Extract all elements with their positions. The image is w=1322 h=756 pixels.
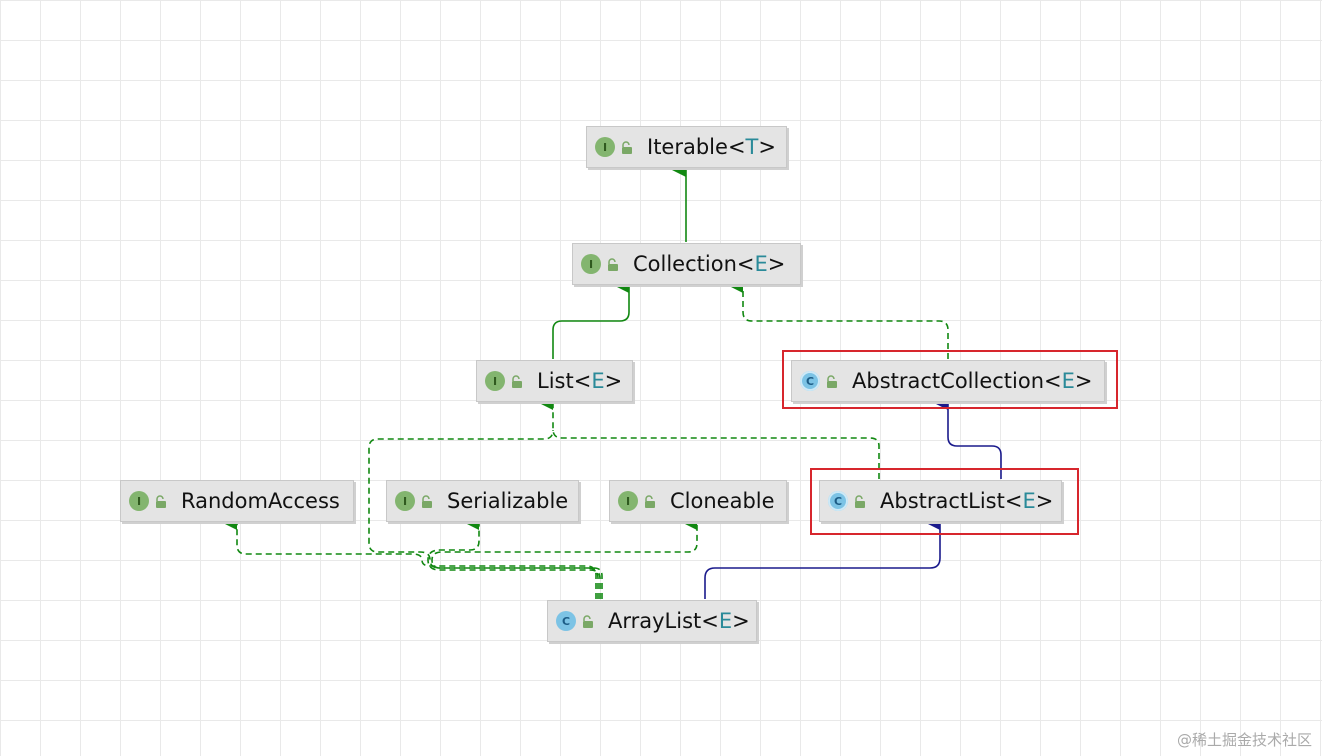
type-close: > xyxy=(767,252,786,276)
node-serializable[interactable]: I Serializable xyxy=(386,480,579,522)
edge-arraylist-abstractlist xyxy=(704,516,941,599)
node-name: RandomAccess xyxy=(181,489,340,513)
edge-arraylist-list xyxy=(368,429,599,599)
node-name: Iterable xyxy=(647,135,728,159)
node-name: Cloneable xyxy=(670,489,775,513)
type-open: < xyxy=(1004,489,1023,513)
edge-abstractcollection-collection xyxy=(729,279,949,359)
public-lock-icon xyxy=(582,614,594,628)
watermark: @稀土掘金技术社区 xyxy=(1176,731,1312,749)
type-close: > xyxy=(604,369,623,393)
node-name: List xyxy=(537,369,574,393)
type-param: E xyxy=(591,369,605,393)
highlight-box-abstract-collection xyxy=(782,350,1118,409)
node-name: Serializable xyxy=(447,489,569,513)
interface-icon: I xyxy=(485,371,505,391)
node-name: AbstractList xyxy=(880,489,1005,513)
interface-icon: I xyxy=(395,491,415,511)
type-open: < xyxy=(701,609,719,633)
interface-icon: I xyxy=(581,254,601,274)
interface-icon: I xyxy=(595,137,615,157)
type-close: > xyxy=(732,609,750,633)
node-list[interactable]: I List<E> xyxy=(476,360,633,402)
edge-list-collection xyxy=(552,279,630,359)
class-icon: C xyxy=(556,611,576,631)
node-name: ArrayList xyxy=(608,609,702,633)
interface-icon: I xyxy=(129,491,149,511)
public-lock-icon xyxy=(854,494,866,508)
type-open: < xyxy=(727,135,746,159)
node-iterable[interactable]: I Iterable<T> xyxy=(586,126,787,168)
node-abstract-collection[interactable]: C AbstractCollection<E> xyxy=(791,360,1105,402)
node-collection[interactable]: I Collection<E> xyxy=(572,243,801,285)
edge-arraylist-randomaccess xyxy=(223,516,597,599)
node-abstract-list[interactable]: C AbstractList<E> xyxy=(819,480,1062,522)
type-param: E xyxy=(1022,489,1036,513)
public-lock-icon xyxy=(155,494,167,508)
public-lock-icon xyxy=(644,494,656,508)
type-close: > xyxy=(758,135,776,159)
public-lock-icon xyxy=(826,374,838,388)
type-param: E xyxy=(718,609,733,633)
public-lock-icon xyxy=(511,374,523,388)
type-param: T xyxy=(745,135,759,159)
node-cloneable[interactable]: I Cloneable xyxy=(609,480,787,522)
public-lock-icon xyxy=(621,140,633,154)
edge-arraylist-cloneable xyxy=(431,516,698,599)
type-close: > xyxy=(1035,489,1054,513)
interface-icon: I xyxy=(618,491,638,511)
node-array-list[interactable]: C ArrayList<E> xyxy=(547,600,757,642)
public-lock-icon xyxy=(607,257,619,271)
type-open: < xyxy=(573,369,592,393)
node-name: AbstractCollection xyxy=(852,369,1045,393)
highlight-box-abstract-list xyxy=(810,468,1079,535)
type-open: < xyxy=(1044,369,1062,393)
type-close: > xyxy=(1074,369,1093,393)
type-param: E xyxy=(754,252,768,276)
node-name: Collection xyxy=(633,252,737,276)
edge-abstractlist-abstractcollection xyxy=(934,396,1002,479)
abstract-class-icon: C xyxy=(800,371,820,391)
type-param: E xyxy=(1061,369,1075,393)
edge-arraylist-serializable xyxy=(427,516,601,599)
public-lock-icon xyxy=(421,494,433,508)
node-random-access[interactable]: I RandomAccess xyxy=(120,480,354,522)
type-open: < xyxy=(736,252,755,276)
abstract-class-icon: C xyxy=(828,491,848,511)
edge-abstractlist-list xyxy=(539,396,880,479)
